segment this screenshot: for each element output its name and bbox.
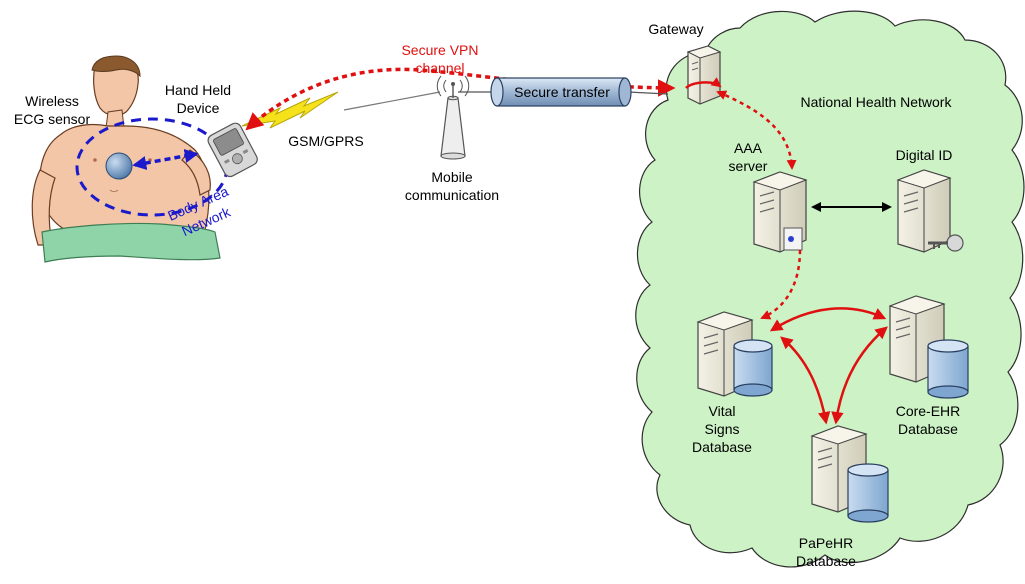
mobile-antenna-icon (436, 75, 470, 160)
ban-link-arrow (132, 149, 199, 170)
aaa-server-icon (752, 171, 808, 253)
mobile-comm-label-1: Mobile (431, 169, 472, 185)
vital-label-1: Vital (709, 403, 736, 419)
aaa-label-2: server (729, 158, 768, 174)
papehr-label-2: Database (796, 553, 856, 569)
core-to-papehr-link (831, 326, 888, 425)
key-icon (928, 234, 964, 252)
tube-to-gateway-line (627, 91, 669, 95)
secure-transfer-tube (490, 77, 632, 107)
hand-held-label-1: Hand Held (165, 82, 231, 98)
vital-to-papehr-link (780, 336, 831, 425)
vital-signs-database-icon (733, 339, 773, 397)
papehr-label-1: PaPeHR (799, 535, 853, 551)
core-ehr-label-2: Database (898, 421, 958, 437)
hand-held-device-icon (207, 122, 258, 178)
wireless-ecg-label-2: ECG sensor (14, 111, 91, 127)
aaa-to-vital-link (760, 249, 802, 320)
secure-vpn-label-1: Secure VPN (401, 42, 478, 58)
papehr-database-icon (847, 463, 889, 523)
digital-id-label: Digital ID (896, 147, 953, 163)
wireless-ecg-label-1: Wireless (25, 93, 79, 109)
gateway-label: Gateway (648, 21, 703, 37)
core-ehr-label-1: Core-EHR (896, 403, 961, 419)
digital-id-server-icon (896, 169, 952, 253)
secure-transfer-label: Secure transfer (514, 84, 610, 100)
wireless-link-line (343, 91, 441, 111)
hand-held-label-2: Device (177, 100, 220, 116)
core-ehr-database-icon (927, 339, 969, 399)
gsm-gprs-label: GSM/GPRS (288, 133, 363, 149)
vital-to-core-link (769, 307, 887, 332)
vital-label-2: Signs (704, 421, 739, 437)
secure-vpn-channel-curve (245, 67, 676, 131)
gateway-server-icon (685, 45, 722, 105)
ecg-sensor-icon (105, 152, 133, 180)
secure-vpn-label-2: channel (415, 60, 464, 76)
vital-label-3: Database (692, 439, 752, 455)
aaa-label-1: AAA (734, 140, 763, 156)
national-health-network-label: National Health Network (801, 94, 953, 110)
mobile-comm-label-2: communication (405, 187, 499, 203)
